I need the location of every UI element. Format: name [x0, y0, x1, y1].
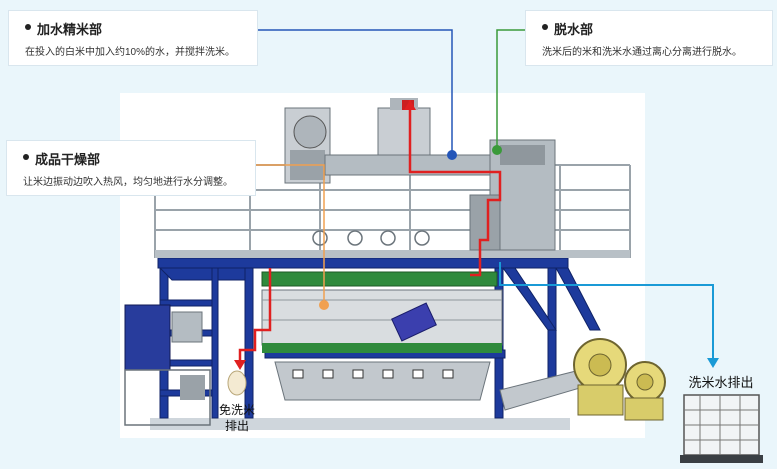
callout-dehydrate-desc: 洗米后的米和洗米水通过离心分离进行脱水。 — [542, 47, 742, 58]
rice-flow-path — [238, 100, 502, 362]
callout-water-add-desc: 在投入的白米中加入约10%的水，并搅拌洗米。 — [25, 47, 236, 58]
rinse-free-rice-out-line1: 免洗米 — [218, 403, 255, 417]
lower-trough — [274, 361, 491, 401]
wash-water-path — [499, 262, 714, 360]
dry-leader — [255, 164, 325, 305]
water-add-leader — [258, 29, 453, 155]
callout-water-add: 加水精米部 在投入的白米中加入约10%的水，并搅拌洗米。 — [8, 10, 258, 66]
rinse-free-rice-out-line2: 排出 — [224, 419, 249, 433]
hopper-ports — [312, 230, 430, 246]
vibration-motor — [391, 302, 437, 342]
rice-flow-arrow-top — [404, 100, 416, 110]
vibrating-dryer — [261, 289, 503, 353]
rice-flow-arrow — [234, 360, 246, 370]
green-conveyor — [261, 271, 498, 287]
wastewater-tote — [680, 394, 763, 463]
callout-dehydrate-title: 脱水部 — [542, 19, 760, 38]
wash-water-arrow — [707, 358, 719, 368]
dehydrate-dot — [492, 145, 502, 155]
callout-water-add-title: 加水精米部 — [25, 19, 245, 38]
machine-base — [150, 418, 570, 430]
dehydrate-leader — [496, 29, 525, 150]
callout-dry-title: 成品干燥部 — [23, 149, 243, 168]
callout-dry-desc: 让米边振动边吹入热风，均匀地进行水分调整。 — [23, 177, 233, 188]
dry-dot — [319, 300, 329, 310]
callout-dehydrate: 脱水部 洗米后的米和洗米水通过离心分离进行脱水。 — [525, 10, 773, 66]
rinse-free-rice-out-label: 免洗米 排出 — [214, 402, 260, 434]
water-add-dot — [447, 150, 457, 160]
water-tank — [124, 304, 211, 426]
callout-dry: 成品干燥部 让米边振动边吹入热风，均匀地进行水分调整。 — [6, 140, 256, 196]
blower-fans — [573, 338, 666, 421]
wash-water-out-label: 洗米水排出 — [688, 375, 754, 390]
walkway-deck — [155, 250, 630, 258]
rice-bag-icon — [227, 370, 247, 396]
